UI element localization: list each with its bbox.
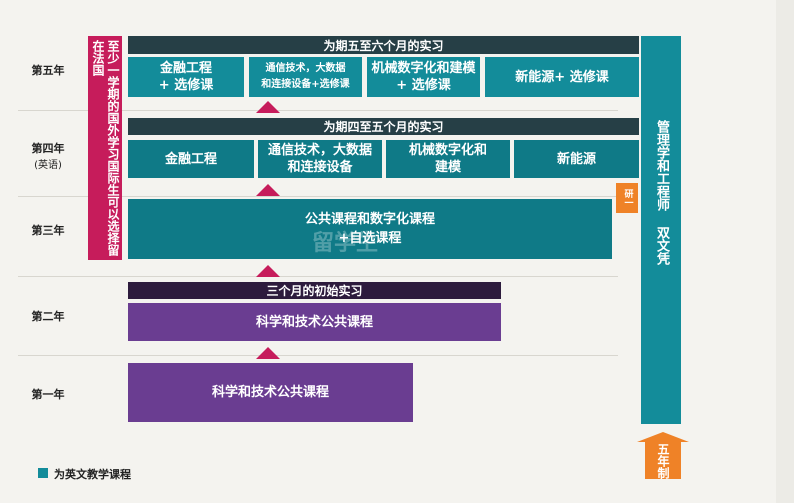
double-degree-text: 管理学和工程师 双文凭 <box>654 120 669 265</box>
year1-common-courses: 科学和技术公共课程 <box>128 363 413 422</box>
legend-swatch <box>38 468 48 478</box>
five-year-badge: 五年制 <box>645 442 681 479</box>
year4-cell-energy: 新能源 <box>514 140 639 178</box>
master-year-text: 研一 <box>622 189 633 207</box>
five-year-text: 五年制 <box>656 442 670 479</box>
double-degree-bar: 管理学和工程师 双文凭 <box>641 36 681 424</box>
study-abroad-text: 至少一学期的国外学习国际生可以选择留在法国 <box>91 40 120 256</box>
year-5-label: 第五年 <box>31 64 65 77</box>
year5-cell-telecom: 通信技术，大数据 和连接设备+选修课 <box>249 57 362 97</box>
year4-cell-finance: 金融工程 <box>128 140 254 178</box>
study-abroad-bar: 至少一学期的国外学习国际生可以选择留在法国 <box>88 36 122 260</box>
year4-cell-mechanical: 机械数字化和 建模 <box>386 140 510 178</box>
year-2-label: 第二年 <box>31 310 65 323</box>
watermark: 留学生 <box>312 231 379 256</box>
year3-common-courses: 公共课程和数字化课程 +自选课程 <box>128 199 612 259</box>
badge-arrow-icon <box>637 432 689 442</box>
year5-cell-energy: 新能源+ 选修课 <box>485 57 639 97</box>
legend-label: 为英文教学课程 <box>54 468 131 481</box>
arrow-up-icon <box>256 265 280 277</box>
arrow-up-icon <box>256 347 280 359</box>
divider <box>18 110 618 111</box>
arrow-up-icon <box>256 184 280 196</box>
year5-cell-finance: 金融工程 + 选修课 <box>128 57 244 97</box>
year4-header: 为期四至五个月的实习 <box>128 118 639 135</box>
year5-cell-mechanical: 机械数字化和建模 + 选修课 <box>367 57 480 97</box>
year5-header: 为期五至六个月的实习 <box>128 36 639 54</box>
arrow-up-icon <box>256 101 280 113</box>
year-1-label: 第一年 <box>31 388 65 401</box>
year2-header: 三个月的初始实习 <box>128 282 501 299</box>
year-4-label: 第四年 <box>31 142 65 155</box>
divider <box>18 196 618 197</box>
divider <box>18 276 618 277</box>
year4-cell-telecom: 通信技术，大数据 和连接设备 <box>258 140 382 178</box>
year-4-note: (英语) <box>34 160 62 171</box>
year-3-label: 第三年 <box>31 224 65 237</box>
master-year-badge: 研一 <box>616 183 638 213</box>
divider <box>18 355 618 356</box>
year2-common-courses: 科学和技术公共课程 <box>128 303 501 341</box>
